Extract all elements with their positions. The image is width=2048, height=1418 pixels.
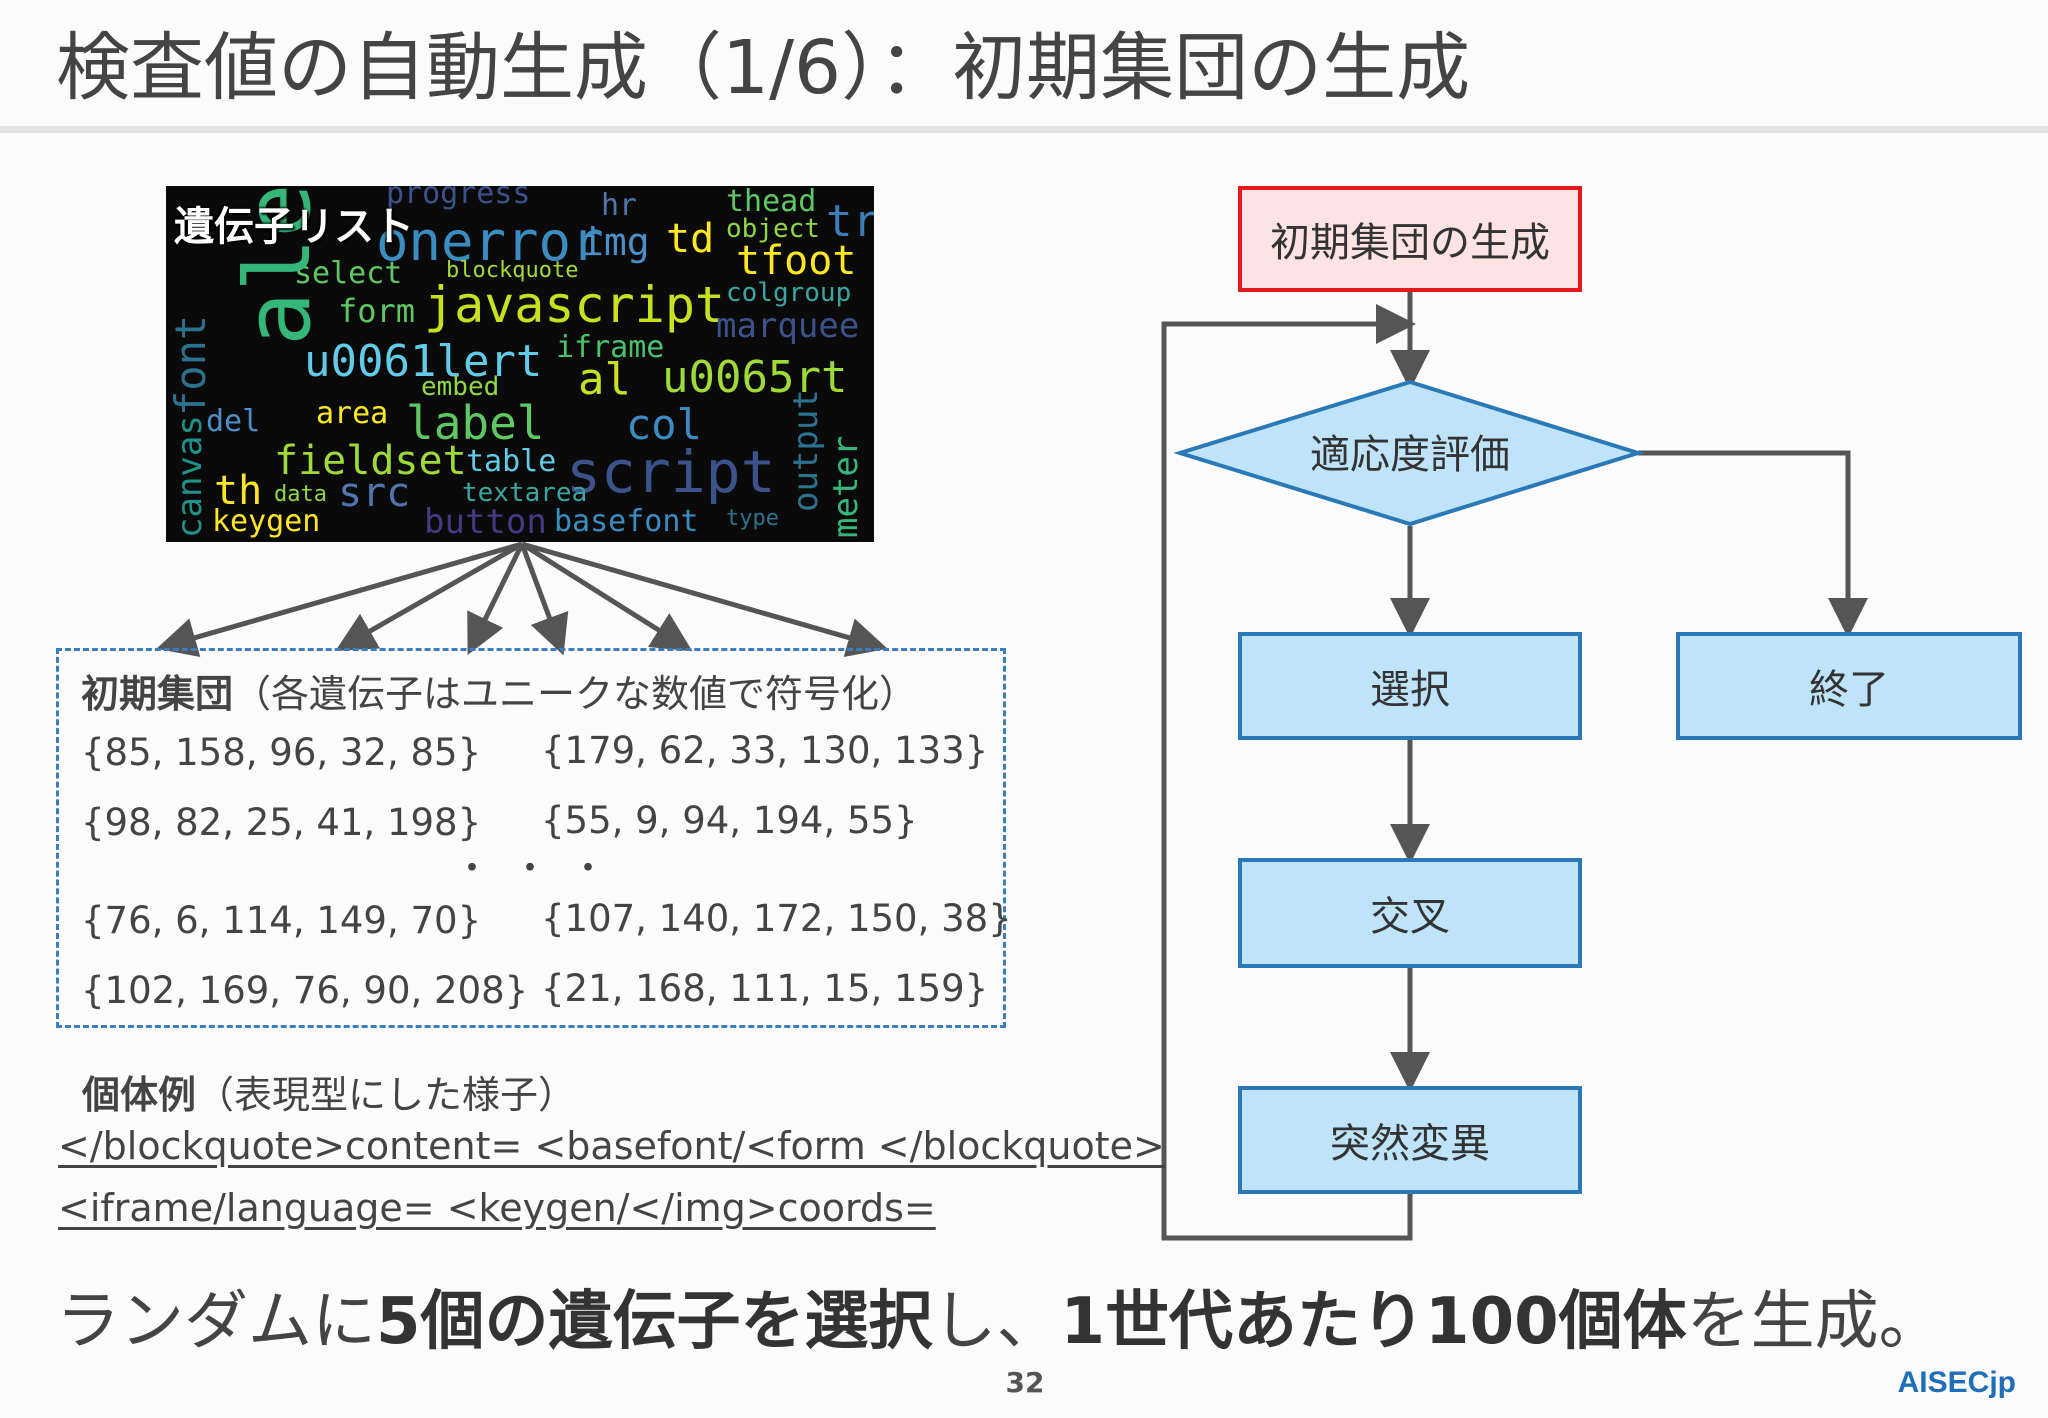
genome-item: {107, 140, 172, 150, 38} — [541, 897, 1012, 940]
wordcloud-word: u0061lert — [304, 336, 543, 387]
summary-emphasis: 5個の遺伝子を選択 — [376, 1285, 933, 1359]
flow-loop-back-arrow — [1161, 304, 1416, 1241]
wordcloud-word: object — [726, 214, 820, 244]
wordcloud-word: progress — [386, 186, 531, 211]
phenotype-line: </blockquote>content= <basefont/<form </… — [58, 1124, 1165, 1168]
wordcloud-word: textarea — [462, 478, 588, 508]
flow-node-initial-population: 初期集団の生成 — [1238, 186, 1582, 292]
wordcloud-word: embed — [421, 372, 500, 402]
fan-arrow — [467, 542, 525, 655]
wordcloud-word: th — [214, 468, 263, 514]
wordcloud-word: colgroup — [726, 278, 852, 308]
flow-node-end: 終了 — [1676, 632, 2022, 740]
population-heading-bold: 初期集団 — [81, 672, 234, 716]
title-divider — [0, 126, 2048, 133]
wordcloud-word: fieldset — [274, 438, 467, 484]
genome-item: {76, 6, 114, 149, 70} — [81, 899, 482, 942]
fan-arrow — [156, 541, 523, 657]
wordcloud-word: u0065rt — [662, 352, 848, 403]
fitness-decision-diamond — [1173, 379, 1645, 527]
individual-example-heading: 個体例（表現型にした様子） — [82, 1064, 576, 1119]
summary-part: し、 — [932, 1285, 1061, 1359]
wordcloud-word: basefont — [554, 504, 699, 539]
genome-item: {55, 9, 94, 194, 55} — [541, 799, 918, 842]
wordcloud-word: hr — [601, 188, 638, 223]
wordcloud-word: tfoot — [736, 238, 857, 284]
genome-item: {21, 168, 111, 15, 159} — [541, 967, 989, 1010]
example-heading-rest: （表現型にした様子） — [196, 1073, 577, 1117]
fan-arrow — [521, 541, 888, 657]
wordcloud-word: onerror — [376, 210, 604, 273]
example-heading-bold: 個体例 — [82, 1073, 197, 1117]
wordcloud-word: button — [424, 502, 547, 542]
wordcloud-word: keygen — [212, 504, 321, 539]
wordcloud-word: table — [466, 444, 557, 479]
wordcloud-word: thead — [726, 186, 817, 219]
wordcloud-word: tr — [826, 196, 874, 247]
summary-emphasis: 1世代あたり100個体 — [1060, 1285, 1687, 1359]
flow-node-crossover: 交叉 — [1238, 858, 1582, 968]
wordcloud-word: img — [581, 220, 650, 264]
fan-arrow — [519, 543, 569, 656]
population-ellipsis: ・・・ — [454, 848, 629, 889]
wordcloud-word: blockquote — [446, 258, 579, 283]
wordcloud-word: td — [666, 216, 715, 262]
summary-part: を生成。 — [1686, 1285, 1943, 1359]
wordcloud-word: select — [294, 256, 403, 291]
wordcloud-word: script — [566, 438, 776, 506]
flow-node-fitness-evaluation: 適応度評価 — [1310, 432, 1510, 478]
flow-arrow-eval-to-end — [1638, 450, 1868, 638]
wordcloud-word: label — [406, 396, 545, 450]
flow-node-mutation: 突然変異 — [1238, 1086, 1582, 1194]
wordcloud-word: col — [626, 400, 702, 449]
wordcloud-word: type — [726, 506, 779, 531]
summary-part: ランダムに — [56, 1285, 376, 1359]
genome-item: {98, 82, 25, 41, 198} — [81, 801, 482, 844]
fan-arrow — [520, 541, 693, 652]
brand-logo: AISECjp — [1897, 1366, 2016, 1399]
wordcloud-word: iframe — [556, 330, 665, 365]
wordcloud-word: javascript — [424, 276, 726, 334]
initial-population-box: 初期集団（各遺伝子はユニークな数値で符号化） {85, 158, 96, 32,… — [56, 648, 1012, 1028]
wordcloud-word: area — [316, 396, 389, 431]
wordcloud-word: form — [338, 292, 416, 330]
gene-wordcloud: progress hr thead onerror img td object … — [166, 186, 874, 542]
wordcloud-word: del — [206, 404, 261, 439]
wordcloud-word: al — [578, 354, 631, 405]
gene-list-label: 遺伝子リスト — [174, 204, 414, 250]
genome-item: {179, 62, 33, 130, 133} — [541, 729, 989, 772]
wordcloud-word: data — [274, 482, 327, 507]
slide-title: 検査値の自動生成（1/6）：初期集団の生成 — [56, 25, 1471, 111]
fan-arrow — [335, 541, 524, 651]
wordcloud-word: marquee — [716, 306, 860, 346]
population-heading-rest: （各遺伝子はユニークな数値で符号化） — [233, 672, 918, 716]
population-heading: 初期集団（各遺伝子はユニークな数値で符号化） — [81, 663, 917, 718]
page-number: 32 — [1005, 1366, 1045, 1399]
flow-node-selection: 選択 — [1238, 632, 1582, 740]
phenotype-line: <iframe/language= <keygen/</img>coords= — [58, 1186, 936, 1230]
summary-sentence: ランダムに5個の遺伝子を選択し、1世代あたり100個体を生成。 — [56, 1270, 1943, 1362]
genome-item: {102, 169, 76, 90, 208} — [81, 969, 529, 1012]
genome-item: {85, 158, 96, 32, 85} — [81, 731, 482, 774]
wordcloud-word: src — [338, 470, 411, 516]
